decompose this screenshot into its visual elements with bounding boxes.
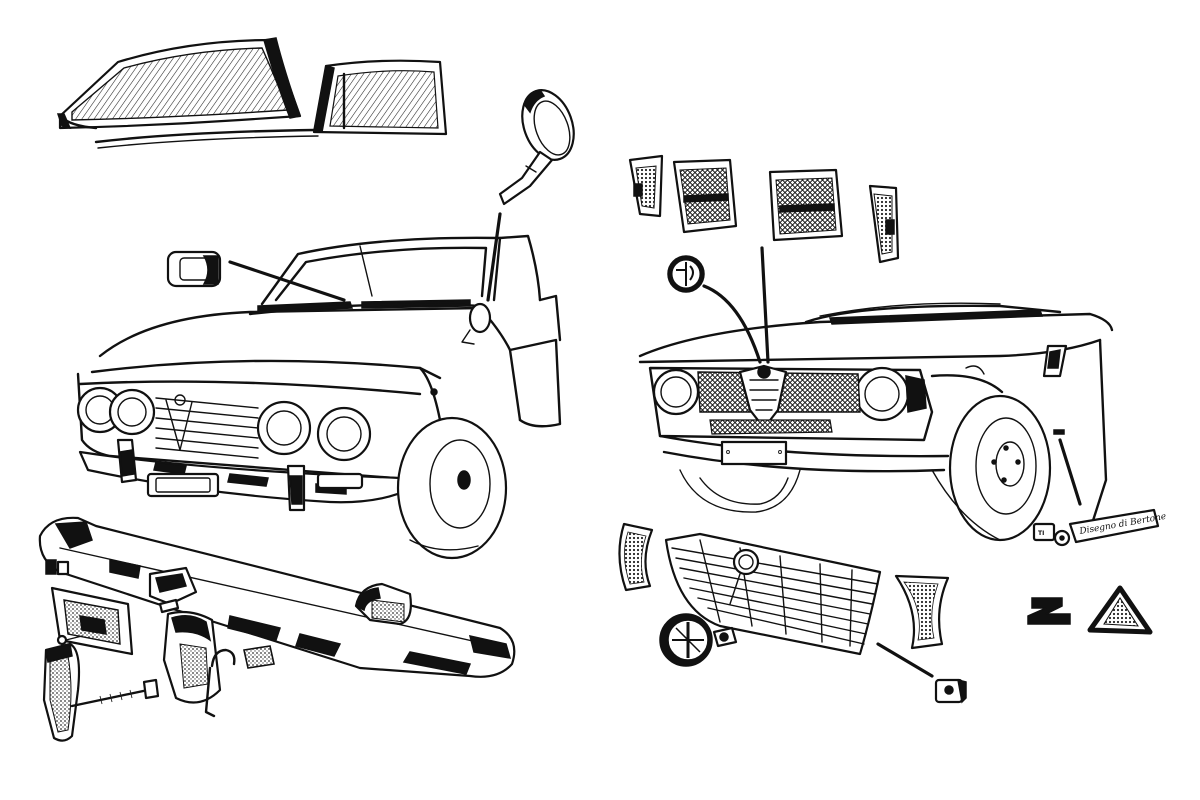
mounting-bolt bbox=[70, 678, 160, 708]
ti-badge-text: TI bbox=[1038, 530, 1044, 537]
ti-badge: TI bbox=[1032, 522, 1056, 542]
grommet-arrow bbox=[876, 642, 934, 678]
left-grille bbox=[155, 394, 259, 459]
exploded-front-bumper bbox=[38, 516, 516, 678]
right-car-body bbox=[638, 302, 1114, 542]
mesh-grille-left bbox=[672, 158, 738, 234]
main-grille-assembly bbox=[664, 532, 882, 656]
small-screws bbox=[45, 559, 83, 646]
mesh-grille-inner-right bbox=[868, 184, 900, 264]
emblem-arrow bbox=[702, 284, 762, 364]
mirror-arrow bbox=[486, 212, 502, 302]
clip-arrow bbox=[228, 260, 346, 302]
licence-plate-holder bbox=[50, 586, 134, 656]
grille-side-right bbox=[894, 574, 950, 650]
windshield-glass bbox=[56, 37, 302, 130]
round-clip bbox=[1053, 529, 1071, 547]
alfa-romeo-emblem bbox=[667, 255, 705, 293]
round-badge-large bbox=[659, 613, 713, 667]
overrider-rubber-guard bbox=[162, 610, 222, 704]
bumper-overrider-bracket bbox=[148, 566, 198, 614]
grille-grommet bbox=[712, 626, 738, 648]
side-mirror bbox=[498, 89, 575, 206]
overrider-hook-bracket bbox=[204, 648, 236, 718]
foam-block-large bbox=[354, 582, 412, 626]
script-badge: Disegno di Bertone bbox=[1068, 508, 1167, 544]
trim-clip bbox=[166, 250, 222, 288]
windshield-seal bbox=[94, 128, 319, 149]
badge-arrow bbox=[1058, 438, 1082, 506]
zigzag-symbol bbox=[1027, 597, 1071, 625]
right-front-wheel bbox=[948, 394, 1052, 542]
speed-nut bbox=[934, 678, 967, 704]
mesh-grille-right bbox=[768, 168, 844, 242]
mesh-grille-inner-left bbox=[628, 154, 664, 218]
warning-triangle-reflector bbox=[1087, 585, 1153, 635]
left-bumper-installed bbox=[78, 438, 414, 512]
left-front-wheel bbox=[396, 416, 508, 560]
left-car-body bbox=[76, 234, 562, 560]
grille-side-left bbox=[618, 522, 654, 592]
side-window-glass bbox=[312, 59, 448, 136]
foam-block-small bbox=[243, 645, 275, 669]
grille-centre-emblem bbox=[729, 548, 760, 605]
mesh-arrow bbox=[760, 246, 770, 364]
rubber-buffer-left bbox=[42, 642, 81, 742]
